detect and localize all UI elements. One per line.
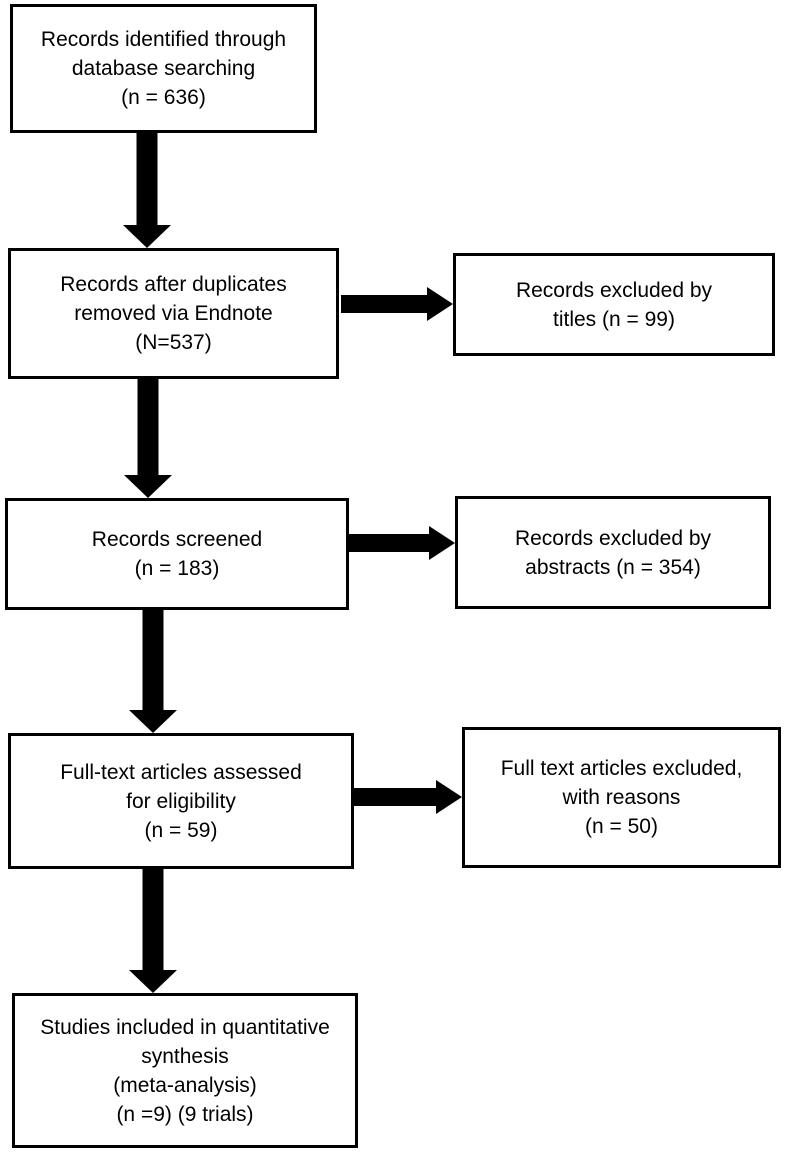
arrow-down-screened-to-fulltext-icon <box>129 609 177 733</box>
box-studies-included-label: Studies included in quantitative synthes… <box>40 1015 330 1126</box>
box-excluded-by-abstracts: Records excluded by abstracts (n = 354) <box>455 496 771 609</box>
box-excluded-by-titles-label: Records excluded by titles (n = 99) <box>515 278 713 331</box>
box-fulltext-assessed-label: Full-text articles assessed for eligibil… <box>60 760 302 842</box>
arrow-shaft <box>136 133 158 225</box>
arrow-down-fulltext-to-included-icon <box>129 868 177 993</box>
arrow-head-right-icon <box>436 780 462 814</box>
arrow-right-to-excluded-abstracts-icon <box>348 526 455 560</box>
box-records-identified: Records identified through database sear… <box>10 4 317 133</box>
arrow-right-to-excluded-titles-icon <box>341 287 453 321</box>
arrow-head-down-icon <box>123 225 171 248</box>
box-records-identified-label: Records identified through database sear… <box>40 28 287 109</box>
box-duplicates-removed-label: Records after duplicates removed via End… <box>60 273 287 354</box>
arrow-down-duplicates-to-screened-icon <box>124 378 172 498</box>
box-records-screened-label: Records screened (n = 183) <box>91 528 263 580</box>
box-fulltext-excluded-label: Full text articles excluded, with reason… <box>500 757 743 838</box>
box-studies-included: Studies included in quantitative synthes… <box>12 993 358 1148</box>
arrow-shaft <box>142 868 164 970</box>
arrow-head-down-icon <box>124 475 172 498</box>
box-fulltext-excluded: Full text articles excluded, with reason… <box>462 727 781 868</box>
arrow-down-identified-to-duplicates-icon <box>123 133 171 248</box>
arrow-shaft <box>137 378 159 475</box>
arrow-head-down-icon <box>129 970 177 993</box>
arrow-shaft <box>341 295 427 313</box>
arrow-head-right-icon <box>429 526 455 560</box>
arrow-shaft <box>348 534 429 552</box>
box-duplicates-removed: Records after duplicates removed via End… <box>8 248 339 379</box>
box-records-screened: Records screened (n = 183) <box>5 498 349 610</box>
arrow-head-down-icon <box>129 710 177 733</box>
arrow-head-right-icon <box>427 287 453 321</box>
arrow-right-to-fulltext-excluded-icon <box>353 780 462 814</box>
box-excluded-by-titles: Records excluded by titles (n = 99) <box>453 253 775 356</box>
arrow-shaft <box>353 788 436 806</box>
arrow-shaft <box>142 609 164 710</box>
box-excluded-by-abstracts-label: Records excluded by abstracts (n = 354) <box>514 526 712 579</box>
box-fulltext-assessed: Full-text articles assessed for eligibil… <box>8 733 354 869</box>
